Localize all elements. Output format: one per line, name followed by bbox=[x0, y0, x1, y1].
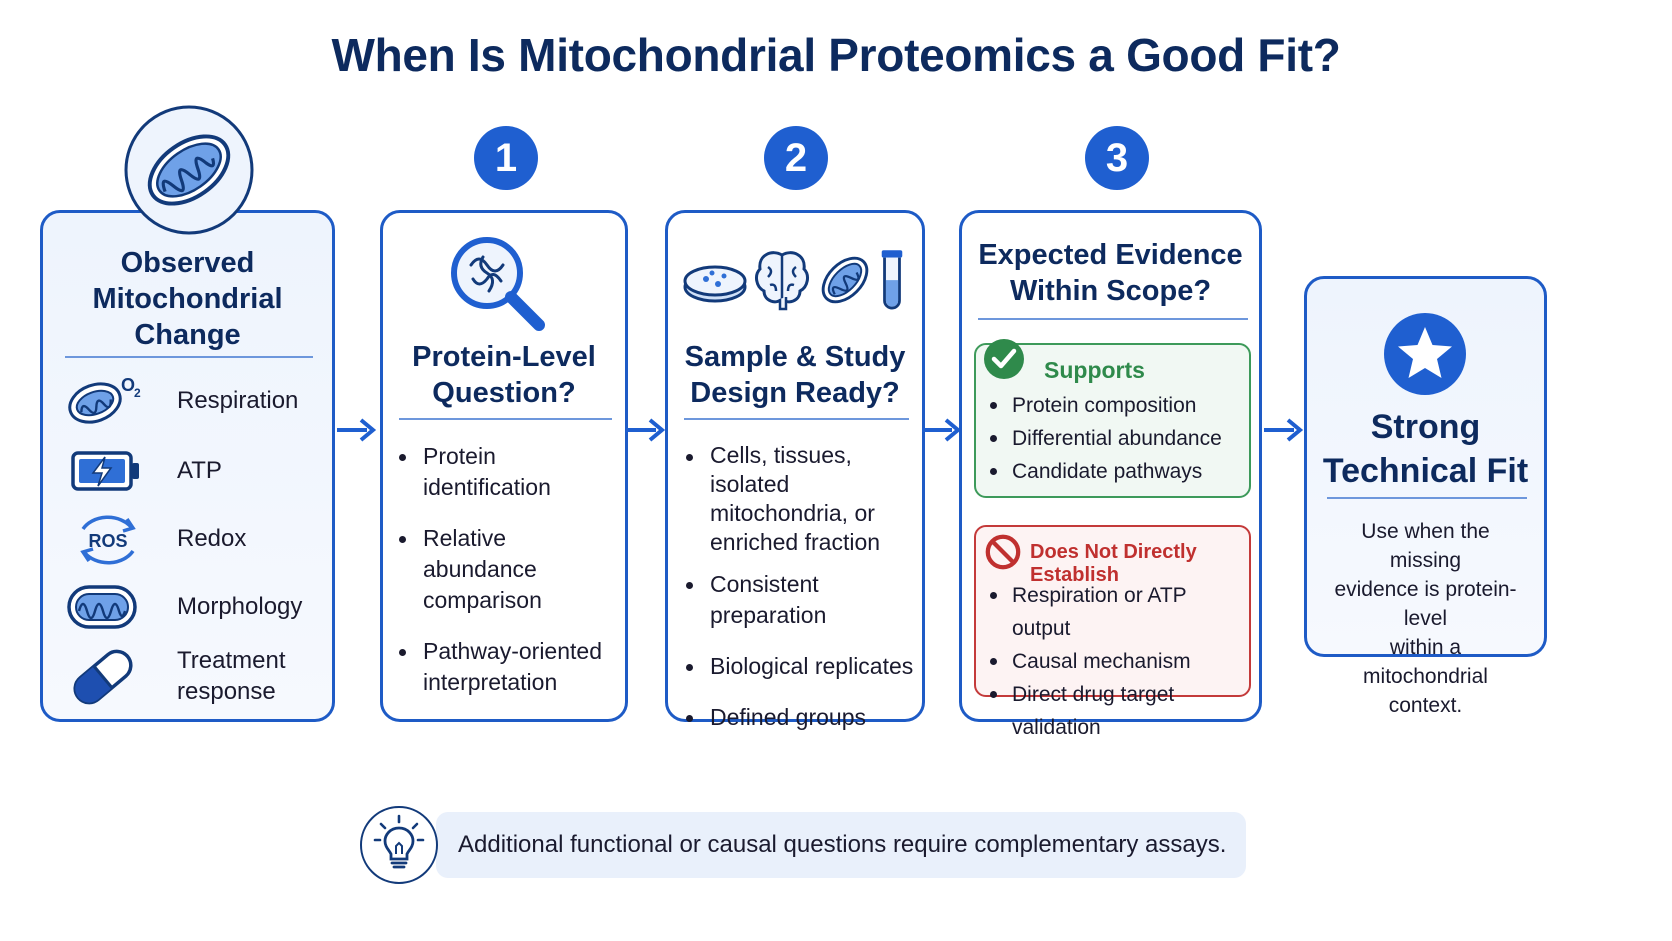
step-2-bullets: Cells, tissues, isolated mitochondria, o… bbox=[684, 441, 924, 733]
step-1-divider bbox=[399, 418, 612, 420]
flow-arrow-1 bbox=[337, 418, 377, 442]
list-item: Defined groups bbox=[684, 702, 924, 733]
observed-label-redox: Redox bbox=[177, 525, 247, 552]
mitochondrion-o2-icon: O 2 bbox=[68, 375, 141, 424]
mitochondrion-hero-icon bbox=[124, 105, 254, 235]
observed-item-treatment: Treatment response bbox=[43, 647, 332, 707]
list-item: Causal mechanism bbox=[988, 645, 1250, 678]
observed-item-atp: ATP bbox=[43, 441, 332, 501]
not-establish-bullets: Respiration or ATP output Causal mechani… bbox=[988, 579, 1250, 744]
ros-cycle-icon: ROS bbox=[80, 515, 136, 565]
petri-dish-icon bbox=[683, 265, 747, 303]
mitochondrion-small-icon bbox=[821, 256, 869, 304]
supports-box: Supports Protein composition Differentia… bbox=[974, 339, 1251, 498]
observed-label-treatment: Treatment response bbox=[177, 647, 286, 705]
test-tube-icon bbox=[881, 250, 903, 310]
star-badge-icon bbox=[1384, 313, 1466, 395]
list-item: Protein composition bbox=[988, 389, 1248, 422]
list-item: Differential abundance bbox=[988, 422, 1248, 455]
step-2-divider bbox=[684, 418, 909, 420]
list-item: Cells, tissues, isolated mitochondria, o… bbox=[684, 441, 924, 557]
strong-fit-title: Strong Technical Fit bbox=[1322, 408, 1529, 490]
flow-arrow-2 bbox=[626, 418, 666, 442]
list-item: Candidate pathways bbox=[988, 455, 1248, 488]
page-title: When Is Mitochondrial Proteomics a Good … bbox=[331, 29, 1341, 81]
step-3-title: Expected Evidence Within Scope? bbox=[978, 239, 1243, 307]
observed-divider bbox=[65, 356, 313, 358]
flow-arrow-3 bbox=[922, 418, 962, 442]
step-1-card: Protein-Level Question? Protein identifi… bbox=[380, 210, 628, 722]
step-1-title: Protein-Level Question? bbox=[412, 341, 596, 409]
brain-icon bbox=[755, 251, 809, 311]
observed-label-respiration: Respiration bbox=[177, 387, 299, 414]
supports-bullets: Protein composition Differential abundan… bbox=[988, 389, 1248, 488]
observed-change-card: Observed Mitochondrial Change O 2 Respir… bbox=[40, 210, 335, 722]
list-item: Relative abundance comparison bbox=[397, 523, 622, 616]
check-circle-icon bbox=[984, 339, 1024, 379]
note-text: Additional functional or causal question… bbox=[458, 831, 1227, 858]
observed-title: Observed Mitochondrial Change bbox=[92, 247, 283, 351]
step-3-divider bbox=[978, 318, 1248, 320]
strong-fit-description: Use when the missing evidence is protein… bbox=[1334, 520, 1517, 717]
battery-icon bbox=[71, 451, 139, 491]
note-bar: Additional functional or causal question… bbox=[436, 812, 1246, 878]
svg-text:ROS: ROS bbox=[88, 531, 127, 551]
list-item: Consistent preparation bbox=[684, 569, 924, 631]
mitochondrion-icon bbox=[67, 585, 137, 629]
observed-label-atp: ATP bbox=[177, 457, 222, 484]
list-item: Respiration or ATP output bbox=[988, 579, 1250, 645]
supports-title: Supports bbox=[1044, 357, 1145, 383]
strong-fit-card: Strong Technical Fit Use when the missin… bbox=[1304, 276, 1547, 717]
svg-text:2: 2 bbox=[134, 386, 141, 400]
observed-item-morphology: Morphology bbox=[43, 577, 332, 637]
strong-fit-divider bbox=[1327, 497, 1527, 499]
not-establish-title: Does Not Directly Establish bbox=[1030, 541, 1197, 586]
step-2-title: Sample & Study Design Ready? bbox=[684, 341, 906, 409]
magnifier-protein-icon bbox=[451, 237, 545, 331]
not-establish-box: Does Not Directly Establish Respiration … bbox=[974, 525, 1251, 739]
lightbulb-circle bbox=[360, 806, 438, 884]
lightbulb-icon bbox=[373, 814, 425, 869]
observed-item-respiration: O 2 Respiration bbox=[43, 371, 332, 431]
prohibited-icon bbox=[985, 534, 1021, 570]
pill-capsule-icon bbox=[73, 649, 133, 705]
step-number-3: 3 bbox=[1085, 126, 1149, 190]
step-1-bullets: Protein identification Relative abundanc… bbox=[397, 441, 622, 698]
flow-arrow-4 bbox=[1264, 418, 1304, 442]
observed-label-morphology: Morphology bbox=[177, 593, 303, 620]
observed-item-redox: ROS Redox bbox=[43, 509, 332, 569]
svg-text:O: O bbox=[121, 375, 135, 395]
list-item: Pathway-oriented interpretation bbox=[397, 636, 622, 698]
step-number-2: 2 bbox=[764, 126, 828, 190]
step-number-1: 1 bbox=[474, 126, 538, 190]
step-2-card: Sample & Study Design Ready? Cells, tiss… bbox=[665, 210, 925, 730]
step-3-card: Expected Evidence Within Scope? Supports… bbox=[959, 210, 1262, 739]
list-item: Protein identification bbox=[397, 441, 622, 503]
list-item: Biological replicates bbox=[684, 651, 924, 682]
list-item: Direct drug target validation bbox=[988, 678, 1250, 744]
